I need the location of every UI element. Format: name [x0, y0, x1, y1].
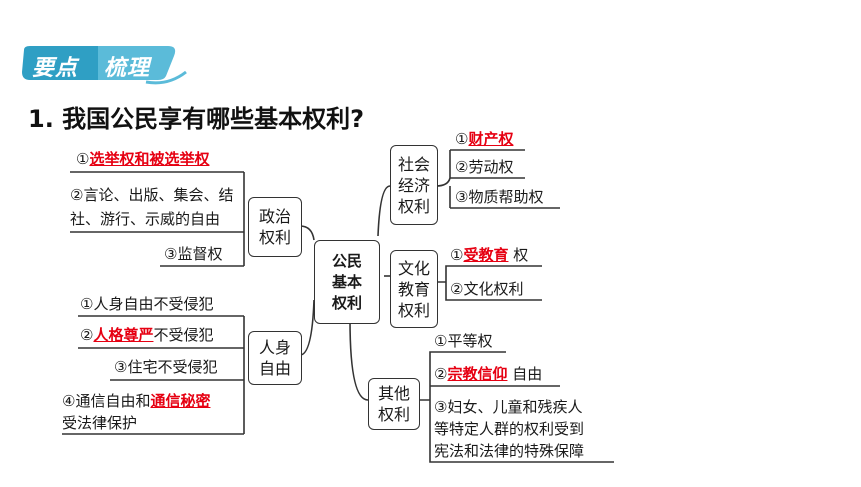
- personal-label-2: 自由: [258, 359, 291, 378]
- social-item-2: ②劳动权: [455, 158, 514, 176]
- social-label-2: 经济: [397, 175, 430, 195]
- social-label-1: 社会: [397, 154, 430, 174]
- political-label-2: 权利: [258, 228, 291, 247]
- other-label-2: 权利: [377, 405, 410, 424]
- other-item-2: ②宗教信仰 自由: [434, 365, 543, 383]
- other-item-1: ①平等权: [434, 332, 493, 350]
- personal-item-4-line-1: ④通信自由和通信秘密: [62, 392, 211, 410]
- other-item-3-line-2: 等特定人群的权利受到: [434, 420, 585, 438]
- badge-label-part1: 要点: [32, 56, 79, 81]
- other-label-1: 其他: [377, 384, 410, 403]
- cultural-item-1-highlight: 受教育: [463, 246, 509, 264]
- other-item-3-line-3: 宪法和法律的特殊保障: [434, 442, 585, 460]
- center-basic-rights-node: 公民 基本 权利: [314, 240, 380, 324]
- page-title: 1. 我国公民享有哪些基本权利?: [28, 105, 365, 133]
- personal-item-4-highlight: 通信秘密: [150, 392, 211, 410]
- cultural-label-2: 教育: [397, 279, 430, 299]
- center-label-1: 公民: [331, 251, 362, 270]
- other-item-2-highlight: 宗教信仰: [447, 365, 508, 383]
- political-item-2-line-1: ②言论、出版、集会、结: [70, 186, 234, 204]
- badge-label-part2: 梳理: [104, 56, 151, 81]
- section-badge: 要点 梳理: [18, 42, 188, 86]
- social-item-3: ③物质帮助权: [455, 188, 544, 206]
- social-economic-rights-node: 社会 经济 权利: [390, 145, 438, 225]
- social-item-1-highlight: 财产权: [468, 130, 514, 148]
- political-item-1-highlight: 选举权和被选举权: [89, 150, 210, 168]
- social-label-3: 权利: [397, 196, 430, 216]
- personal-item-2-highlight: 人格尊严: [93, 326, 154, 344]
- other-item-3-line-1: ③妇女、儿童和残疾人: [434, 398, 583, 416]
- cultural-label-3: 权利: [397, 300, 430, 320]
- political-item-1: ①选举权和被选举权: [76, 150, 210, 168]
- personal-freedom-node: 人身 自由: [248, 331, 302, 385]
- political-item-3: ③监督权: [164, 245, 223, 263]
- personal-item-2: ②人格尊严不受侵犯: [80, 326, 214, 344]
- social-item-1: ①财产权: [455, 130, 514, 148]
- center-label-3: 权利: [331, 293, 362, 312]
- personal-label-1: 人身: [258, 338, 291, 357]
- badge-shape: [22, 46, 187, 85]
- political-item-2-line-2: 社、游行、示威的自由: [70, 210, 221, 228]
- cultural-item-1: ①受教育 权: [450, 246, 529, 264]
- center-label-2: 基本: [331, 272, 362, 291]
- political-rights-node: 政治 权利: [248, 197, 302, 257]
- cultural-label-1: 文化: [397, 258, 430, 278]
- cultural-education-rights-node: 文化 教育 权利: [390, 250, 438, 328]
- other-rights-node: 其他 权利: [368, 378, 420, 430]
- personal-item-4-line-2: 受法律保护: [62, 414, 138, 432]
- personal-item-1: ①人身自由不受侵犯: [80, 295, 214, 313]
- cultural-item-2: ②文化权利: [450, 280, 524, 298]
- political-label-1: 政治: [258, 207, 291, 226]
- personal-item-3: ③住宅不受侵犯: [114, 358, 218, 376]
